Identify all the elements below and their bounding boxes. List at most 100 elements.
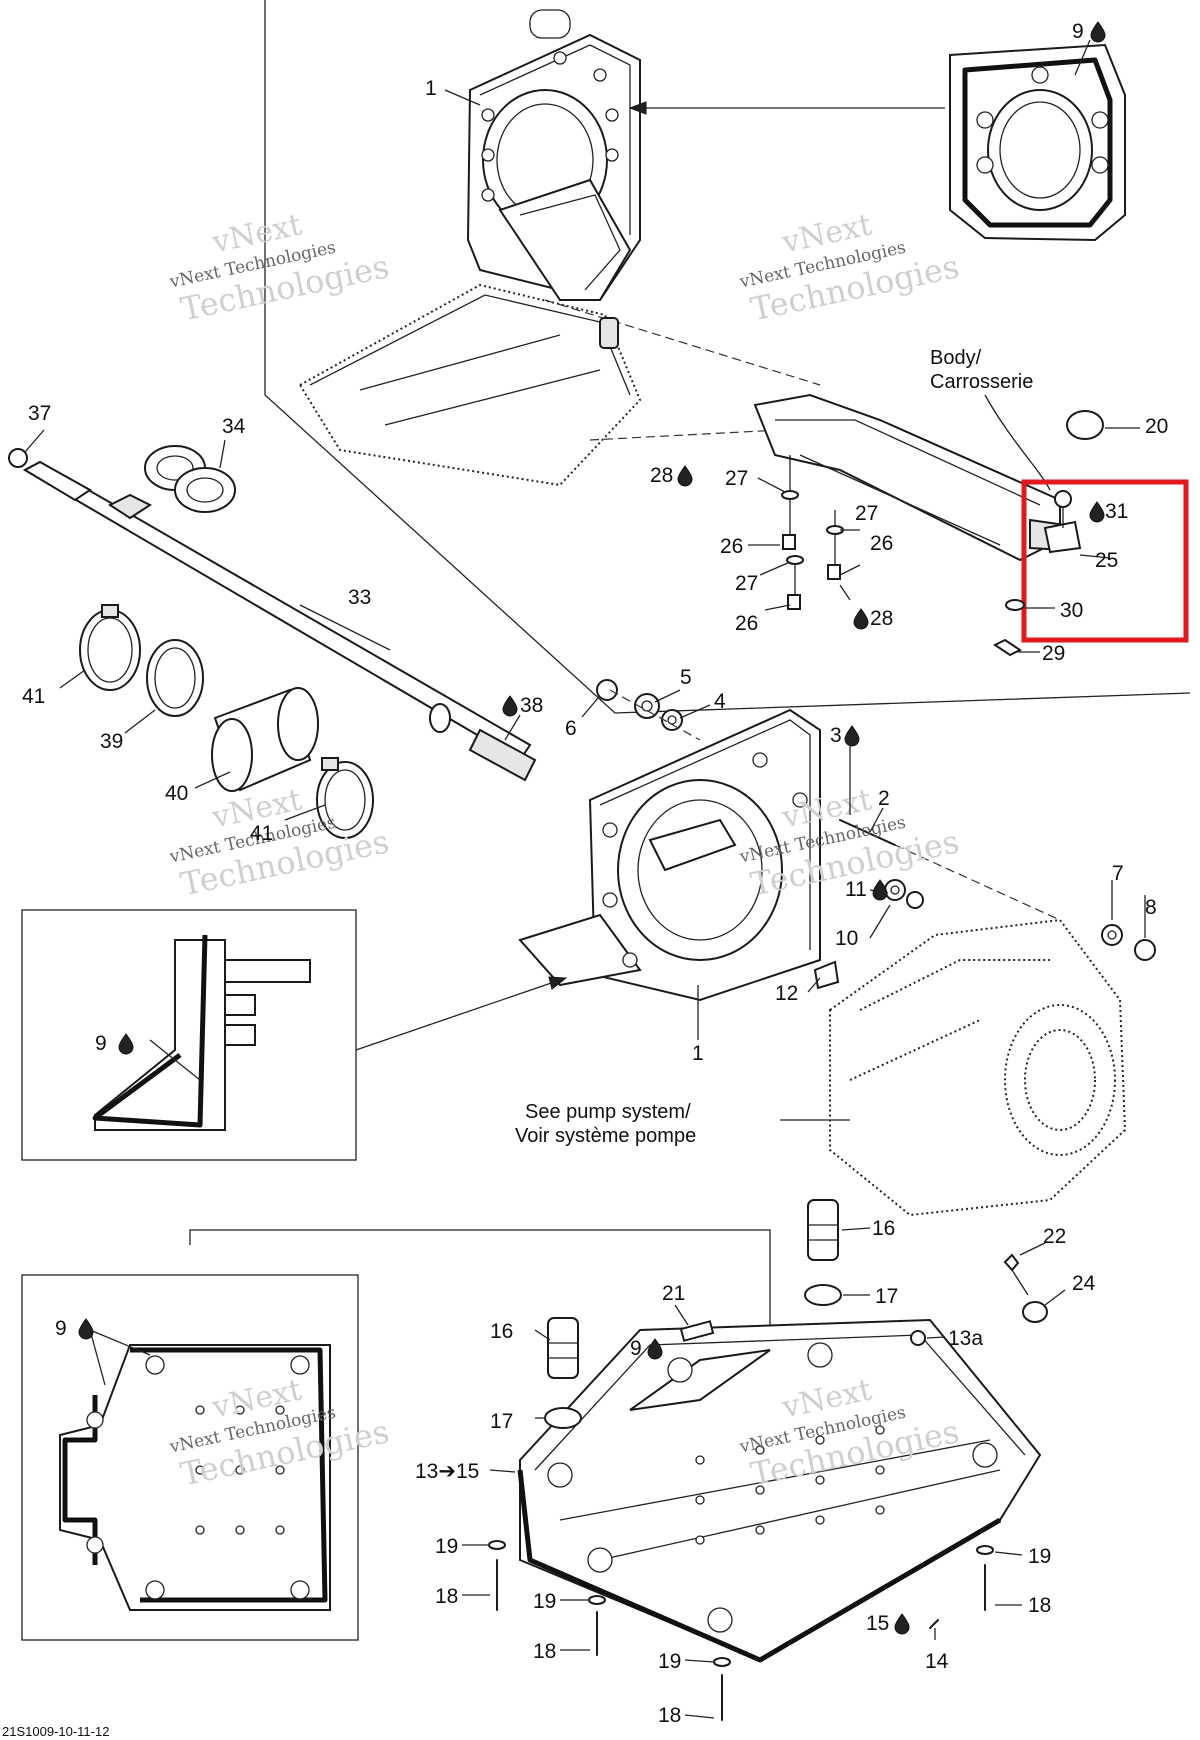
callout-38: 38: [520, 694, 543, 717]
callout-19-b: 19: [533, 1590, 556, 1613]
callout-9-middle: 9: [95, 1032, 107, 1055]
callout-28-b: 28: [870, 607, 893, 630]
callout-26-c: 26: [735, 612, 758, 635]
callout-5: 5: [680, 666, 692, 689]
callout-14: 14: [925, 1650, 949, 1673]
callout-29: 29: [1042, 642, 1065, 665]
callout-18-d: 18: [1028, 1594, 1051, 1617]
callout-27-b: 27: [855, 502, 878, 525]
callout-19-c: 19: [658, 1650, 681, 1673]
callout-34: 34: [222, 415, 246, 438]
callout-28-a: 28: [650, 464, 673, 487]
oil-drop-icon: [677, 465, 693, 487]
callout-16-a: 16: [872, 1217, 895, 1240]
washers-7-12: [813, 879, 1156, 990]
callout-21: 21: [662, 1282, 685, 1305]
callout-31: 31: [1105, 500, 1128, 523]
callout-22: 22: [1043, 1225, 1066, 1248]
callout-18-c: 18: [658, 1704, 681, 1727]
pump-text-en: See pump system/: [525, 1101, 691, 1123]
seal-carrier: [144, 445, 236, 513]
callout-17-a: 17: [875, 1285, 898, 1308]
callout-10: 10: [835, 927, 858, 950]
callout-37: 37: [28, 402, 51, 425]
oil-drop-icon: [844, 725, 860, 747]
detail-box-middle: [21, 909, 357, 1161]
boot-clamps: [79, 604, 374, 839]
bolt-holes-top: [481, 51, 619, 202]
oil-drop-icon: [118, 1033, 134, 1055]
callout-41-a: 41: [22, 685, 45, 708]
hardware-25-31: [993, 490, 1111, 657]
callout-11: 11: [845, 878, 867, 901]
oil-drop-icon: [853, 608, 869, 630]
callout-20: 20: [1145, 415, 1168, 438]
callout-1-middle: 1: [692, 1042, 704, 1065]
callout-9-top: 9: [1072, 20, 1084, 43]
callout-26-b: 26: [870, 532, 893, 555]
callout-39: 39: [100, 730, 123, 753]
callout-26-a: 26: [720, 535, 743, 558]
arrow-detail-top: [628, 101, 647, 115]
pump-support-middle: [518, 708, 821, 1002]
watermark-2: vNext vNext Technologies Technologies: [737, 208, 962, 329]
ride-plate: [517, 1318, 1042, 1663]
callout-4: 4: [714, 690, 726, 713]
oil-drop-icon: [872, 879, 888, 901]
callout-7: 7: [1112, 862, 1124, 885]
oil-drop-icons: [78, 21, 1106, 1635]
callout-24: 24: [1072, 1272, 1096, 1295]
callout-25: 25: [1095, 549, 1118, 572]
callout-16-b: 16: [490, 1320, 513, 1343]
callout-18-b: 18: [533, 1640, 556, 1663]
ride-arm: [753, 393, 1066, 562]
bottom-bolts: [488, 1540, 994, 1721]
callout-13a: 13a: [948, 1327, 983, 1350]
bottom-fittings: [544, 1199, 1048, 1429]
watermark-1: vNext vNext Technologies Technologies: [167, 208, 392, 329]
stud-2: [839, 819, 1061, 921]
oil-drop-icon: [78, 1318, 94, 1340]
oil-drop-icon: [894, 1613, 910, 1635]
pump-housing: [829, 918, 1127, 1217]
callout-12: 12: [775, 982, 798, 1005]
leader-detail-middle: [355, 979, 561, 1051]
highlight-box: [1021, 479, 1189, 643]
arrow-detail-middle: [548, 976, 568, 990]
callout-leaders: [24, 89, 1146, 1719]
figure-code: 21S1009-10-11-12: [2, 1724, 109, 1739]
callout-27-a: 27: [725, 467, 748, 490]
callout-19-a: 19: [435, 1535, 458, 1558]
bolts-26-27: [748, 455, 861, 611]
drive-shaft: [8, 448, 537, 782]
pump-support-top: [466, 9, 641, 302]
detail-box-bottom: [21, 1274, 359, 1641]
gasket-detail-top: [949, 39, 1126, 242]
callout-13-to-15: 13➔15: [415, 1460, 479, 1483]
ride-plate-holes: [547, 1342, 998, 1633]
callout-18-a: 18: [435, 1585, 458, 1608]
callout-15: 15: [866, 1612, 889, 1635]
callout-labels: 1 9 37 34 20 28 27 27 26 26 27 26 28 31 …: [22, 20, 1168, 1727]
callout-40: 40: [165, 782, 188, 805]
oil-drop-icon: [647, 1338, 663, 1360]
callout-9-c: 9: [630, 1337, 642, 1360]
body-note: Body/ Carrosserie: [930, 347, 1140, 491]
callout-2: 2: [878, 787, 890, 810]
callout-41-b: 41: [250, 822, 273, 845]
body-text-en: Body/: [930, 347, 982, 369]
detail-bottom-holes: [86, 1355, 310, 1600]
callout-30: 30: [1060, 599, 1083, 622]
callout-19-d: 19: [1028, 1545, 1051, 1568]
callout-17-b: 17: [490, 1410, 513, 1433]
body-text-fr: Carrosserie: [930, 371, 1033, 393]
oil-drop-icon: [502, 695, 518, 717]
callout-6: 6: [565, 717, 577, 740]
callout-27-c: 27: [735, 572, 758, 595]
pump-note: See pump system/ Voir système pompe: [515, 1101, 850, 1147]
intake-grate: [298, 283, 821, 487]
pump-text-fr: Voir système pompe: [515, 1125, 696, 1147]
callout-1-top: 1: [425, 77, 437, 100]
callout-3: 3: [830, 724, 842, 747]
